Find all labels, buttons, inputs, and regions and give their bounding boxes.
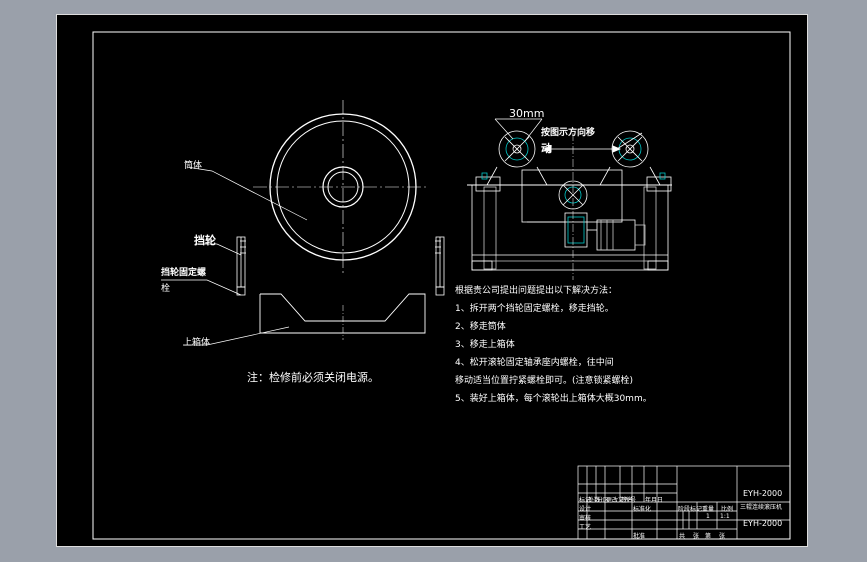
leader-catch-wheel [195, 243, 242, 256]
label-catch-wheel: 挡轮 [194, 234, 216, 247]
catch-wheel-right [435, 236, 445, 296]
tb-label-14: 共 [679, 533, 686, 540]
machine-front-view [467, 130, 672, 280]
procedure-line-2: 2、移走筒体 [455, 322, 506, 332]
left-roller [498, 130, 536, 168]
tb-label-12: 重量 [702, 506, 715, 513]
tb-label-3: 更改文件号 [606, 497, 637, 504]
dimension-30mm [494, 118, 543, 142]
title-drawing-code: EYH-2000 [743, 489, 783, 498]
label-arrow-note-1: 按图示方向移 [541, 128, 596, 138]
tb-label-0: 标记 [579, 497, 592, 504]
procedure-line-1: 1、拆开两个挡轮固定螺栓，移走挡轮。 [455, 304, 614, 314]
tb-label-15: 张 [693, 533, 700, 540]
tb-label-1: 处数 [588, 497, 601, 504]
leader-cylinder [186, 166, 308, 221]
tb-label-13: 比例 [721, 506, 734, 513]
leader-upper-box [183, 326, 290, 346]
label-cylinder: 筒体 [184, 161, 203, 171]
tb-label-11: 阶段标记 [678, 506, 703, 513]
procedure-line-0: 根据贵公司提出问题提出以下解决方法： [455, 286, 618, 296]
label-catch-wheel-bolt-2: 栓 [161, 284, 171, 294]
tb-label-7: 标准化 [633, 506, 652, 513]
catch-wheel-left [236, 236, 246, 296]
tb-label-10: 批准 [633, 533, 646, 540]
tb-label-6: 设计 [579, 506, 592, 513]
title-block [577, 465, 791, 540]
procedure-line-6: 5、装好上箱体，每个滚轮出上箱体大概30mm。 [455, 394, 652, 404]
title-drawing-code-2: EYH-2000 [743, 519, 783, 528]
tb-label-9: 工艺 [579, 524, 592, 531]
tb-label-5: 年月日 [645, 497, 664, 504]
upper-box-outline [259, 293, 426, 334]
procedure-line-3: 3、移走上箱体 [455, 340, 515, 350]
label-upper-box: 上箱体 [183, 338, 211, 348]
movement-arrow [542, 132, 643, 153]
tb-label-16: 第 [705, 533, 712, 540]
warning-note: 注：检修前必须关闭电源。 [247, 371, 379, 384]
inner-frame [92, 31, 791, 540]
label-catch-wheel-bolt-1: 挡轮固定螺 [161, 268, 207, 278]
procedure-line-5: 移动适当位置拧紧螺栓即可。(注意锁紧螺栓) [455, 376, 634, 386]
tb-label-17: 张 [719, 533, 726, 540]
cylinder-view [253, 100, 429, 275]
leader-catch-wheel-bolt [161, 279, 242, 296]
cad-drawing [92, 31, 791, 540]
label-arrow-note-2: 动 [541, 142, 552, 155]
drawing-sheet: 筒体 挡轮 挡轮固定螺 栓 上箱体 30mm 按图示方向移 动 注：检修前必须关… [56, 14, 808, 547]
tb-label-4: 签名 [621, 497, 634, 504]
tb-sheet-count: 1 [706, 513, 710, 520]
motor [596, 219, 636, 251]
label-dimension: 30mm [509, 107, 545, 120]
tb-label-8: 审核 [579, 515, 592, 522]
procedure-line-4: 4、松开滚轮固定轴承座内螺栓，往中间 [455, 358, 614, 368]
title-drawing-name: 三辊连续滚压机 [740, 504, 783, 511]
tb-label-2: 分区 [597, 497, 610, 504]
tb-scale: 1:1 [720, 513, 730, 520]
